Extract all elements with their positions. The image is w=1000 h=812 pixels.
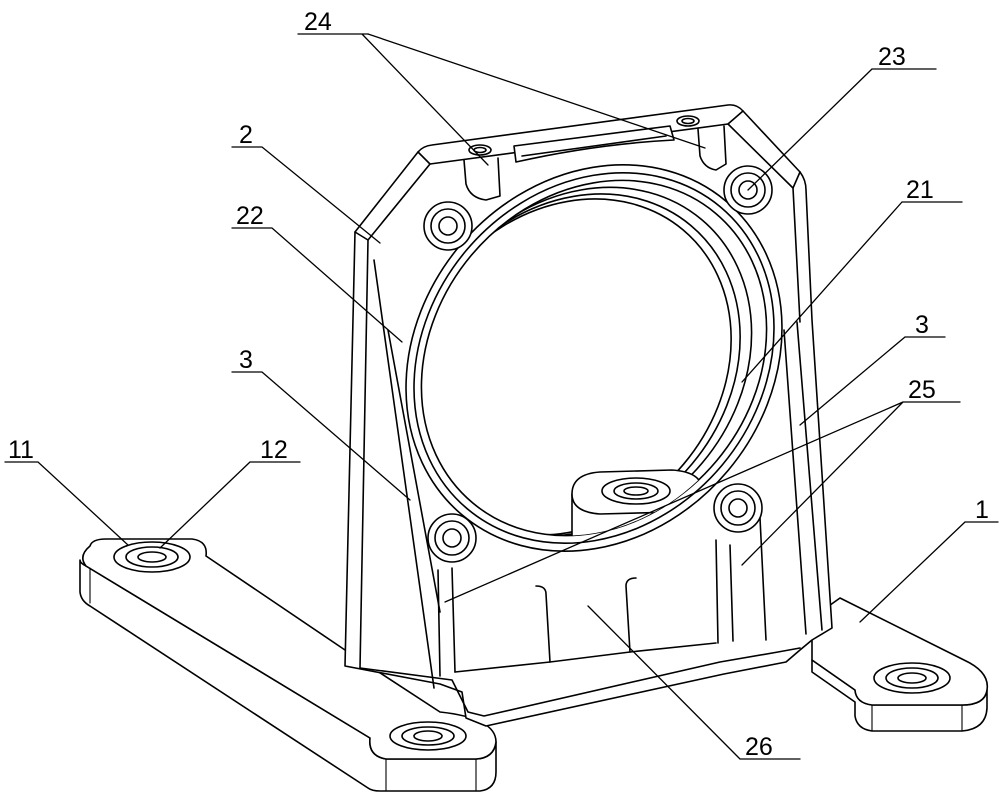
pocket-24-left xyxy=(463,157,501,201)
leader-line-3-left xyxy=(231,371,411,501)
boss-hole xyxy=(438,216,458,236)
rib-3-right xyxy=(783,321,823,635)
counterbore-ring-12 xyxy=(125,546,179,568)
bore-ring-inner xyxy=(413,172,775,544)
boss-hole xyxy=(442,528,462,548)
mounting-hole-right-ring xyxy=(885,667,939,689)
reference-numerals: 24 23 2 21 22 3 3 25 11 12 1 26 xyxy=(8,8,989,761)
bolt-boss-bottom-right xyxy=(713,483,763,533)
mounting-hole-front xyxy=(413,730,443,742)
boss-hole xyxy=(728,498,748,518)
lower-window-left-walls xyxy=(437,567,456,677)
label-1: 1 xyxy=(975,496,989,524)
base-left-arm-top-face xyxy=(82,538,497,760)
boss-ring xyxy=(434,520,470,556)
top-tapped-hole-right xyxy=(676,115,700,127)
base-left-arm xyxy=(79,538,497,792)
mounting-hole-right xyxy=(897,672,927,684)
notch-26-walls xyxy=(535,577,637,663)
lower-ledge xyxy=(454,642,717,673)
boss-ring xyxy=(720,490,756,526)
bore-front-edge xyxy=(420,179,768,537)
label-3-left: 3 xyxy=(239,346,253,374)
leader-line-24-a xyxy=(297,33,489,166)
upright-plate xyxy=(344,104,833,727)
leader-line-24-b xyxy=(367,33,706,149)
rib-3-left xyxy=(373,259,441,689)
mounting-hole-rear-left xyxy=(137,551,167,563)
base-right-arm-edge xyxy=(871,704,963,732)
bolt-boss-bottom-left xyxy=(427,513,477,563)
label-22: 22 xyxy=(236,202,264,230)
bolt-boss-top-left xyxy=(423,201,473,251)
label-12: 12 xyxy=(260,436,288,464)
leader-line-1 xyxy=(859,521,999,623)
top-tapped-hole-left xyxy=(468,144,492,156)
boss-ring xyxy=(430,208,466,244)
leader-lines xyxy=(4,33,999,760)
label-21: 21 xyxy=(906,176,934,204)
lower-window-right-walls xyxy=(715,517,767,644)
top-tapped-hole-right-inner xyxy=(681,117,695,125)
leader-line-26 xyxy=(587,605,801,760)
leader-line-23 xyxy=(747,68,937,191)
label-2: 2 xyxy=(239,121,253,149)
boss-ring xyxy=(730,172,766,208)
rear-boss-hole xyxy=(623,486,649,496)
base-right-arm xyxy=(811,597,989,732)
top-slot xyxy=(513,125,675,163)
base-left-arm-edge xyxy=(89,567,477,792)
label-23: 23 xyxy=(878,43,906,71)
upright-left-thickness-edge xyxy=(354,110,801,669)
label-25: 25 xyxy=(908,376,936,404)
label-3-right: 3 xyxy=(915,311,929,339)
upright-bottom-edge xyxy=(359,647,801,717)
leader-line-22 xyxy=(231,227,403,343)
pocket-24-right xyxy=(697,125,727,171)
leader-line-11 xyxy=(4,461,129,546)
top-slot-inner-edge xyxy=(521,135,667,157)
label-24: 24 xyxy=(304,8,332,36)
mounting-hole-front-ring xyxy=(401,726,455,746)
leader-line-21 xyxy=(741,201,963,383)
rear-boss-ring xyxy=(613,482,659,500)
leader-line-12 xyxy=(159,461,301,549)
label-11: 11 xyxy=(8,436,34,464)
leader-line-2 xyxy=(231,146,381,244)
leader-line-3-right xyxy=(799,336,946,426)
leader-line-25 xyxy=(444,401,961,603)
label-26: 26 xyxy=(745,733,773,761)
